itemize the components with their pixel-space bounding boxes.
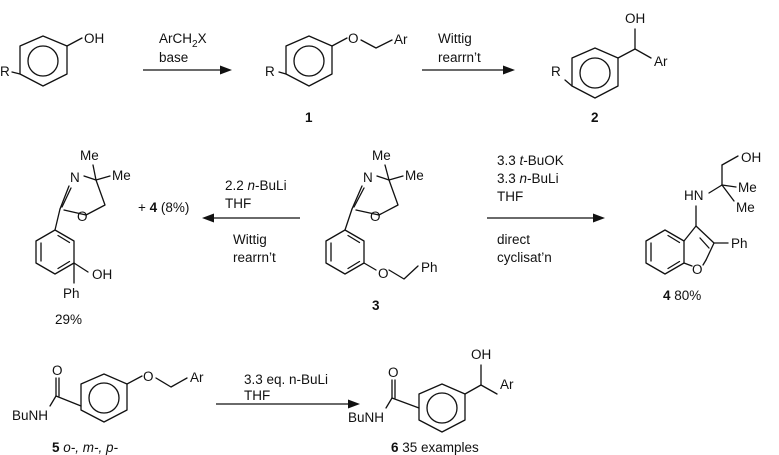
ph-label: Ph: [63, 286, 80, 301]
oh-label: OH: [92, 267, 112, 282]
reagent-label: ArCH2X: [159, 31, 207, 50]
compound-3: N O Me Me O Ph 3: [325, 148, 438, 313]
o-atom: O: [370, 209, 381, 224]
me-label-2: Me: [405, 168, 424, 183]
carbonyl-o: O: [52, 363, 63, 378]
bunh-label: BuNH: [12, 408, 48, 423]
reaction-arrow-3: 3.3 eq. n-BuLi THF: [216, 372, 360, 409]
compound-4: O Ph HN OH Me Me 4 80%: [645, 150, 761, 303]
r-label: R: [551, 64, 561, 79]
butyllithium-label: 3.3 n-BuLi: [497, 171, 559, 186]
hn-label: HN: [684, 188, 704, 203]
butyllithium-label: 2.2 n-BuLi: [225, 178, 287, 193]
ph-label: Ph: [421, 260, 438, 275]
o-atom: O: [348, 31, 359, 46]
me-label-1: Me: [738, 180, 757, 195]
ar-label: Ar: [394, 32, 408, 47]
compound-6-caption: 6 35 examples: [391, 440, 479, 455]
o-atom: O: [692, 262, 703, 277]
carbonyl-o: O: [388, 365, 399, 380]
o-atom: O: [143, 369, 154, 384]
compound-4-caption: 4 80%: [663, 288, 701, 303]
compound-5-caption: 5 o-, m-, p-: [52, 440, 119, 455]
ph-label: Ph: [731, 236, 748, 251]
compound-2: OH Ar R 2: [551, 11, 668, 125]
n-atom: N: [70, 170, 80, 185]
thf-label: THF: [244, 388, 270, 403]
reaction-arrow-1: ArCH2X base: [143, 31, 232, 75]
reaction-arrow-2: Wittig rearrn’t: [422, 31, 515, 75]
compound-number-2: 2: [591, 110, 599, 125]
compound-number-3: 3: [372, 298, 380, 313]
r-label: R: [0, 64, 10, 79]
compound-1: O Ar R 1: [265, 31, 408, 125]
byproduct-label: + 4 (8%): [138, 200, 189, 215]
base-label: base: [159, 50, 188, 65]
yield-label: 29%: [55, 312, 82, 327]
rearrangement-label: rearrn’t: [233, 250, 276, 265]
thf-label: THF: [497, 189, 523, 204]
compound-5: O Ar O BuNH 5 o-, m-, p-: [12, 363, 204, 455]
potassium-tert-butoxide-label: 3.3 t-BuOK: [497, 153, 564, 168]
o-atom: O: [77, 209, 88, 224]
rearrangement-label: rearrn’t: [438, 50, 481, 65]
me-label-1: Me: [80, 148, 99, 163]
reagent-label: 3.3 eq. n-BuLi: [244, 372, 328, 387]
me-label-2: Me: [112, 168, 131, 183]
oh-label: OH: [741, 150, 761, 165]
n-atom: N: [363, 170, 373, 185]
reaction-arrow-left: 2.2 n-BuLi THF Wittig rearrn’t: [202, 178, 300, 265]
me-label-2: Me: [736, 200, 755, 215]
compound-6: OH Ar O BuNH 6 35 examples: [348, 347, 514, 455]
cyclisation-label: cyclisat’n: [497, 250, 552, 265]
r-label: R: [265, 64, 275, 79]
wittig-label: Wittig: [438, 31, 472, 46]
oh-label: OH: [625, 11, 645, 26]
wittig-label: Wittig: [233, 232, 267, 247]
ar-label: Ar: [190, 370, 204, 385]
ar-label: Ar: [500, 377, 514, 392]
phenol-start: OH R: [0, 31, 104, 87]
oh-label: OH: [84, 31, 104, 46]
compound-number-1: 1: [305, 110, 313, 125]
reaction-arrow-right: 3.3 t-BuOK 3.3 n-BuLi THF direct cyclisa…: [487, 153, 605, 265]
wittig-product: N O Me Me OH Ph 29%: [35, 148, 131, 327]
direct-label: direct: [497, 232, 530, 247]
o-ether: O: [378, 266, 389, 281]
ar-label: Ar: [654, 54, 668, 69]
oh-label: OH: [471, 347, 491, 362]
bunh-label: BuNH: [348, 410, 384, 425]
thf-label: THF: [225, 196, 251, 211]
me-label-1: Me: [372, 148, 391, 163]
